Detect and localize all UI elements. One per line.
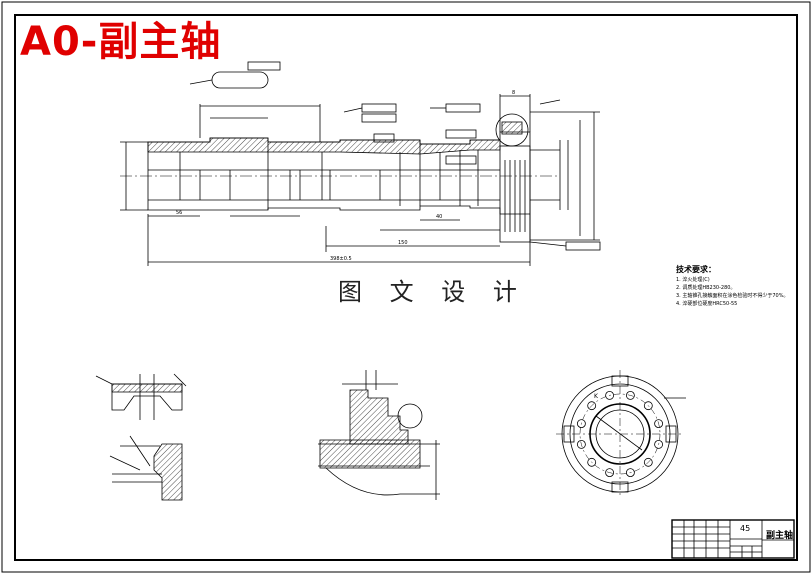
technical-requirements-title: 技术要求：: [676, 265, 716, 274]
bolt-hole: [587, 457, 597, 467]
watermark-text: 图 文 设 计: [338, 278, 527, 306]
bolt-hole: [626, 390, 635, 400]
technical-requirements-list: 1. 淬火处理(C) 2. 调质处理HB230-280。 3. 主轴锥孔接触面积…: [676, 276, 788, 308]
flange-section-detail: [318, 370, 440, 500]
bolt-hole: [577, 419, 586, 429]
technical-requirement-item: 3. 主轴锥孔接触面积在涂色检验时不得少于70%。: [676, 293, 789, 299]
title-block: [671, 519, 795, 559]
dim-length-8: 8: [512, 90, 515, 96]
dim-length-40: 40: [436, 214, 442, 220]
bolt-hole: [643, 401, 653, 411]
dim-secondary-length: 150: [398, 240, 408, 246]
dim-overall-length: 398±0.5: [330, 256, 352, 262]
technical-requirement-item: 4. 淬硬部位硬度HRC50-55: [676, 301, 738, 307]
inner-frame: [14, 14, 798, 561]
bolt-hole: [605, 468, 614, 478]
bolt-hole: [577, 439, 586, 449]
title-block-part-name: 副主轴: [766, 531, 794, 541]
technical-requirement-item: 1. 淬火处理(C): [676, 277, 710, 283]
bolt-hole: [654, 439, 663, 449]
bolt-hole: [626, 468, 635, 478]
bolt-hole: [605, 390, 614, 400]
main-shaft-view: [120, 61, 601, 266]
bolt-hole: [587, 401, 597, 411]
dim-length-56: 56: [176, 210, 182, 216]
bolt-hole: [643, 457, 653, 467]
title-block-material: 45: [740, 524, 751, 533]
end-view-circular: [556, 370, 686, 498]
section-label-k: K: [594, 393, 599, 400]
technical-requirement-item: 2. 调质处理HB230-280。: [676, 285, 736, 291]
bolt-hole-group: [577, 390, 663, 478]
bolt-hole: [654, 419, 663, 429]
detail-view-1: [95, 373, 187, 420]
detail-view-2: [109, 435, 183, 501]
drawing-title-overlay: A0-副主轴: [20, 19, 222, 65]
